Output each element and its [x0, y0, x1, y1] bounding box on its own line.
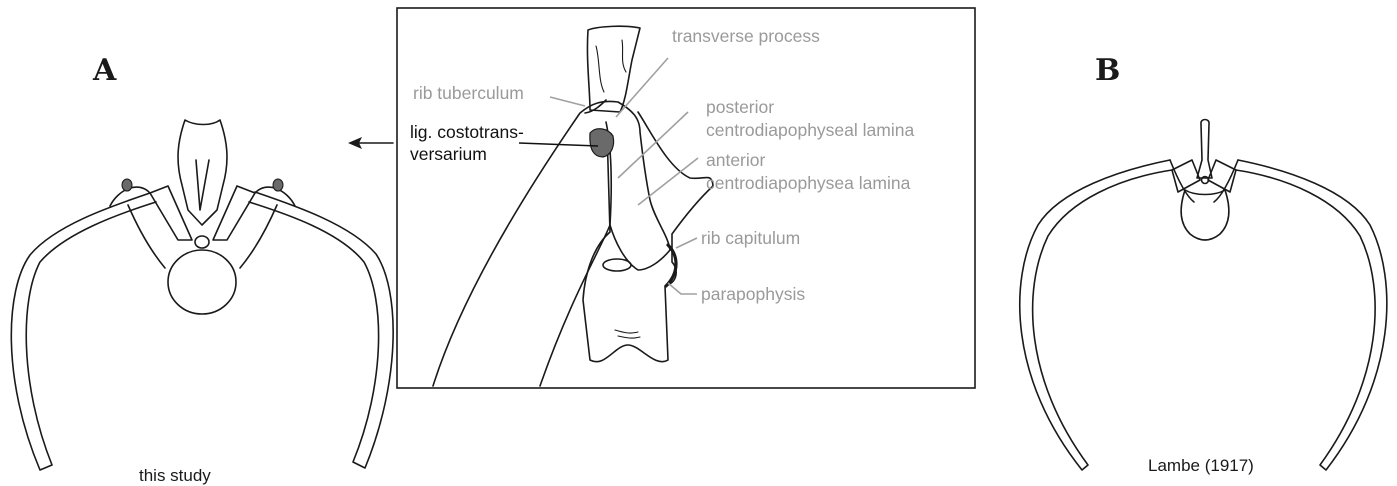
- panel-a-caption: this study: [139, 466, 211, 485]
- label-posterior-line1: posterior: [706, 97, 774, 117]
- panel-b-centrum: [1181, 190, 1229, 240]
- label-lig-line2: versarium: [410, 144, 487, 164]
- label-anterior-line2: centrodiapophysea lamina: [706, 173, 911, 193]
- label-transverse-process: transverse process: [672, 26, 820, 46]
- inset-ligament: [590, 129, 614, 157]
- panel-a-neural-spine: [178, 120, 227, 225]
- panel-a-right-ligament: [273, 179, 283, 191]
- inset-panel: transverse process rib tuberculum poster…: [397, 8, 975, 388]
- panel-a-centrum: [168, 250, 236, 314]
- panel-a: A this study: [11, 53, 393, 485]
- label-rib-tuberculum: rib tuberculum: [413, 83, 524, 103]
- panel-a-left-rib-head: [110, 187, 165, 268]
- panel-b-vertebra-drawing: [1020, 120, 1387, 471]
- panel-b-letter: B: [1095, 53, 1120, 88]
- panel-a-right-rib-head: [240, 187, 295, 268]
- inset-frame: [397, 8, 975, 388]
- leader-rib-capitulum: [676, 238, 697, 248]
- inset-drawing: [433, 26, 713, 386]
- panel-b-ribs-outline: [1020, 160, 1387, 470]
- panel-a-letter: A: [92, 53, 117, 88]
- panel-b-caption: Lambe (1917): [1148, 456, 1254, 475]
- label-lig-line1: lig. costotrans-: [410, 122, 524, 142]
- panel-b-neural-spine: [1197, 120, 1212, 179]
- label-rib-capitulum: rib capitulum: [701, 228, 800, 248]
- label-posterior-line2: centrodiapophyseal lamina: [706, 120, 914, 140]
- label-anterior-line1: anterior: [706, 150, 766, 170]
- panel-a-ribs-outline: [11, 192, 393, 470]
- panel-a-vertebra-drawing: [11, 120, 393, 470]
- leader-parapophysis: [668, 283, 697, 294]
- label-parapophysis: parapophysis: [701, 284, 805, 304]
- inset-bone-texture: [596, 40, 626, 92]
- leader-rib-tuberculum: [550, 97, 585, 106]
- panel-a-left-ligament: [122, 179, 132, 191]
- pointer-arrow: [348, 137, 393, 149]
- panel-a-neural-canal: [195, 236, 209, 248]
- panel-b: B Lambe (1917): [1020, 53, 1387, 475]
- inset-centrum-marks: [615, 330, 640, 338]
